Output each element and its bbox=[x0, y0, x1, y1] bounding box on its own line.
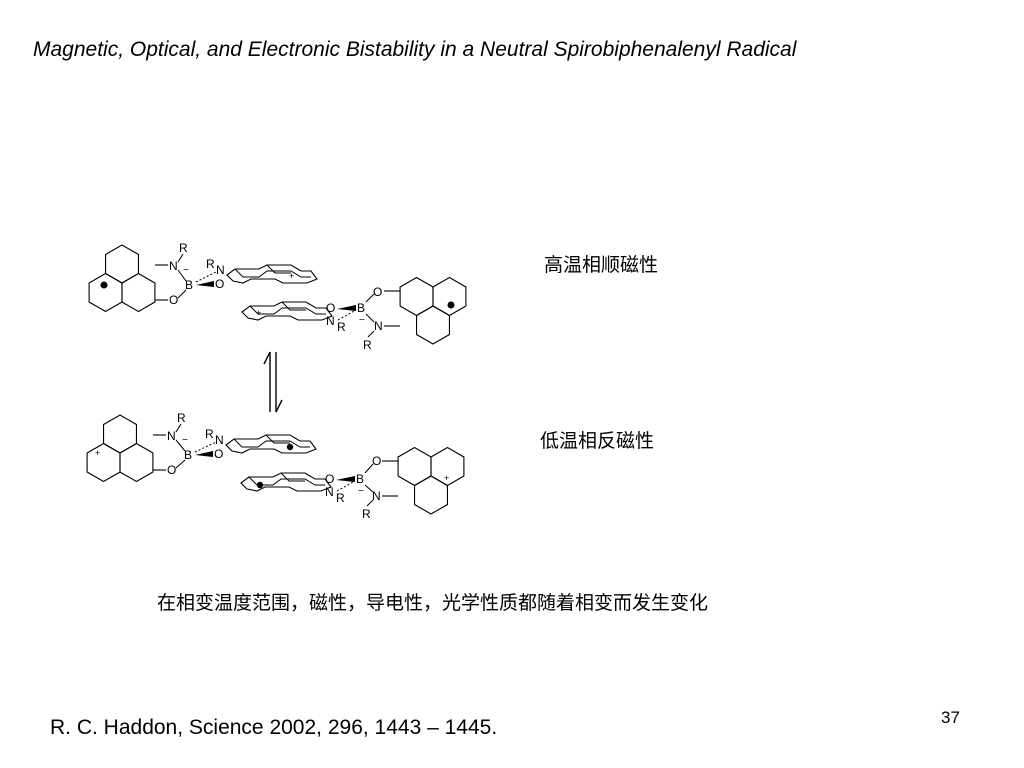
radical-dot bbox=[100, 281, 108, 289]
citation: R. C. Haddon, Science 2002, 296, 1443 – … bbox=[50, 716, 498, 739]
low-temp-phase-label: 低温相反磁性 bbox=[540, 430, 655, 452]
svg-text:O: O bbox=[169, 293, 178, 307]
svg-text:O: O bbox=[214, 447, 223, 461]
svg-text:R: R bbox=[337, 320, 346, 334]
slide-title: Magnetic, Optical, and Electronic Bistab… bbox=[33, 38, 797, 61]
svg-text:+: + bbox=[256, 308, 261, 318]
svg-text:B: B bbox=[357, 301, 365, 315]
svg-text:−: − bbox=[183, 265, 189, 276]
radical-dot bbox=[447, 301, 455, 309]
svg-text:O: O bbox=[215, 277, 224, 291]
page-number: 37 bbox=[941, 708, 960, 727]
svg-text:R: R bbox=[177, 411, 186, 425]
svg-text:O: O bbox=[326, 301, 335, 315]
svg-text:N: N bbox=[326, 314, 335, 328]
svg-text:B: B bbox=[356, 472, 364, 486]
svg-text:R: R bbox=[362, 507, 371, 521]
svg-text:−: − bbox=[359, 315, 365, 326]
svg-text:N: N bbox=[216, 263, 225, 277]
svg-text:R: R bbox=[363, 338, 372, 352]
svg-text:R: R bbox=[179, 241, 188, 255]
svg-text:O: O bbox=[167, 463, 176, 477]
svg-text:+: + bbox=[95, 448, 100, 458]
high-temp-phase-label: 高温相顺磁性 bbox=[544, 254, 659, 276]
svg-text:N: N bbox=[167, 429, 176, 443]
svg-text:N: N bbox=[325, 485, 334, 499]
svg-text:−: − bbox=[182, 435, 188, 446]
radical-dot bbox=[286, 443, 294, 451]
svg-text:R: R bbox=[336, 491, 345, 505]
summary-text: 在相变温度范围，磁性，导电性，光学性质都随着相变而发生变化 bbox=[157, 592, 709, 614]
svg-text:N: N bbox=[374, 319, 383, 333]
radical-dot bbox=[256, 481, 264, 489]
top-structure: N R − B O R N O + + O N R B − O N R bbox=[88, 241, 467, 352]
svg-text:−: − bbox=[358, 486, 364, 497]
bottom-structure: + N R − B O R N O O N R B − O N R + bbox=[86, 411, 465, 521]
svg-text:B: B bbox=[184, 448, 192, 462]
svg-text:R: R bbox=[205, 427, 214, 441]
svg-text:O: O bbox=[325, 472, 334, 486]
svg-text:O: O bbox=[373, 285, 382, 299]
svg-text:N: N bbox=[169, 259, 178, 273]
equilibrium-arrows bbox=[263, 351, 283, 413]
svg-text:+: + bbox=[289, 271, 294, 281]
svg-text:N: N bbox=[215, 433, 224, 447]
svg-text:O: O bbox=[372, 454, 381, 468]
svg-text:+: + bbox=[444, 473, 449, 483]
svg-text:N: N bbox=[372, 489, 381, 503]
svg-text:R: R bbox=[206, 257, 215, 271]
svg-text:B: B bbox=[185, 278, 193, 292]
